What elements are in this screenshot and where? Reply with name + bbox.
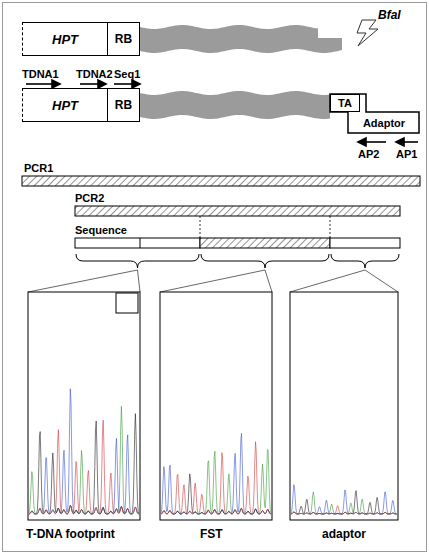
border-box: RB — [107, 88, 140, 122]
pcr1-bar — [22, 176, 420, 186]
leader-line — [28, 270, 138, 292]
frame — [3, 3, 427, 552]
box-label: HPT — [52, 98, 78, 113]
illustration-group — [28, 25, 399, 520]
trace — [291, 506, 397, 514]
trace — [291, 491, 397, 514]
highlight-box — [116, 293, 138, 313]
brace — [331, 254, 399, 268]
leader-line — [265, 270, 272, 292]
cut-symbol — [357, 20, 378, 46]
sequence-bar — [200, 238, 330, 248]
chromatogram-panel — [290, 292, 398, 520]
primer-name: TDNA2 — [76, 68, 113, 80]
primer-name: AP1 — [396, 148, 417, 160]
genomic-dna — [140, 91, 330, 119]
guide-line — [330, 216, 331, 238]
sequence-bar — [330, 238, 400, 248]
chromatogram-panel — [28, 292, 140, 520]
sequence-bar — [75, 238, 200, 248]
panel-caption: T-DNA footprint — [26, 527, 115, 541]
leader-line — [365, 270, 398, 292]
panel-caption: adaptor — [322, 527, 366, 541]
border-box: RB — [107, 22, 140, 56]
guide-line — [200, 216, 201, 238]
brace — [201, 254, 329, 268]
trace — [29, 420, 139, 514]
chromatogram-panel — [160, 292, 272, 520]
box-label: RB — [115, 98, 132, 112]
primer-name: TDNA1 — [22, 68, 59, 80]
enzyme-name: BfaI — [378, 8, 401, 22]
pcr2-bar — [75, 206, 400, 216]
box-label: HPT — [52, 32, 78, 47]
product-name: PCR1 — [24, 162, 53, 174]
gene-box: HPT — [22, 22, 108, 56]
gene-box: HPT — [22, 88, 108, 122]
panel-caption: FST — [200, 527, 223, 541]
primer-name: AP2 — [358, 148, 379, 160]
trace — [29, 414, 139, 514]
leader-line — [290, 270, 365, 292]
product-name: Sequence — [75, 224, 127, 236]
leader-line — [160, 270, 265, 292]
leader-line — [138, 270, 141, 292]
trace — [291, 485, 397, 514]
genomic-dna — [140, 25, 342, 53]
trace — [29, 389, 139, 514]
box-label: Adaptor — [363, 117, 405, 129]
primer-name: Seq1 — [114, 68, 140, 80]
primer-arrows — [26, 80, 418, 146]
trace — [161, 433, 271, 514]
brace — [76, 254, 199, 268]
box-label: TA — [338, 97, 352, 109]
adaptor-outline — [330, 94, 419, 133]
overhang-box: TA — [330, 94, 360, 112]
product-name: PCR2 — [75, 192, 104, 204]
trace — [161, 442, 271, 514]
box-label: RB — [115, 32, 132, 46]
